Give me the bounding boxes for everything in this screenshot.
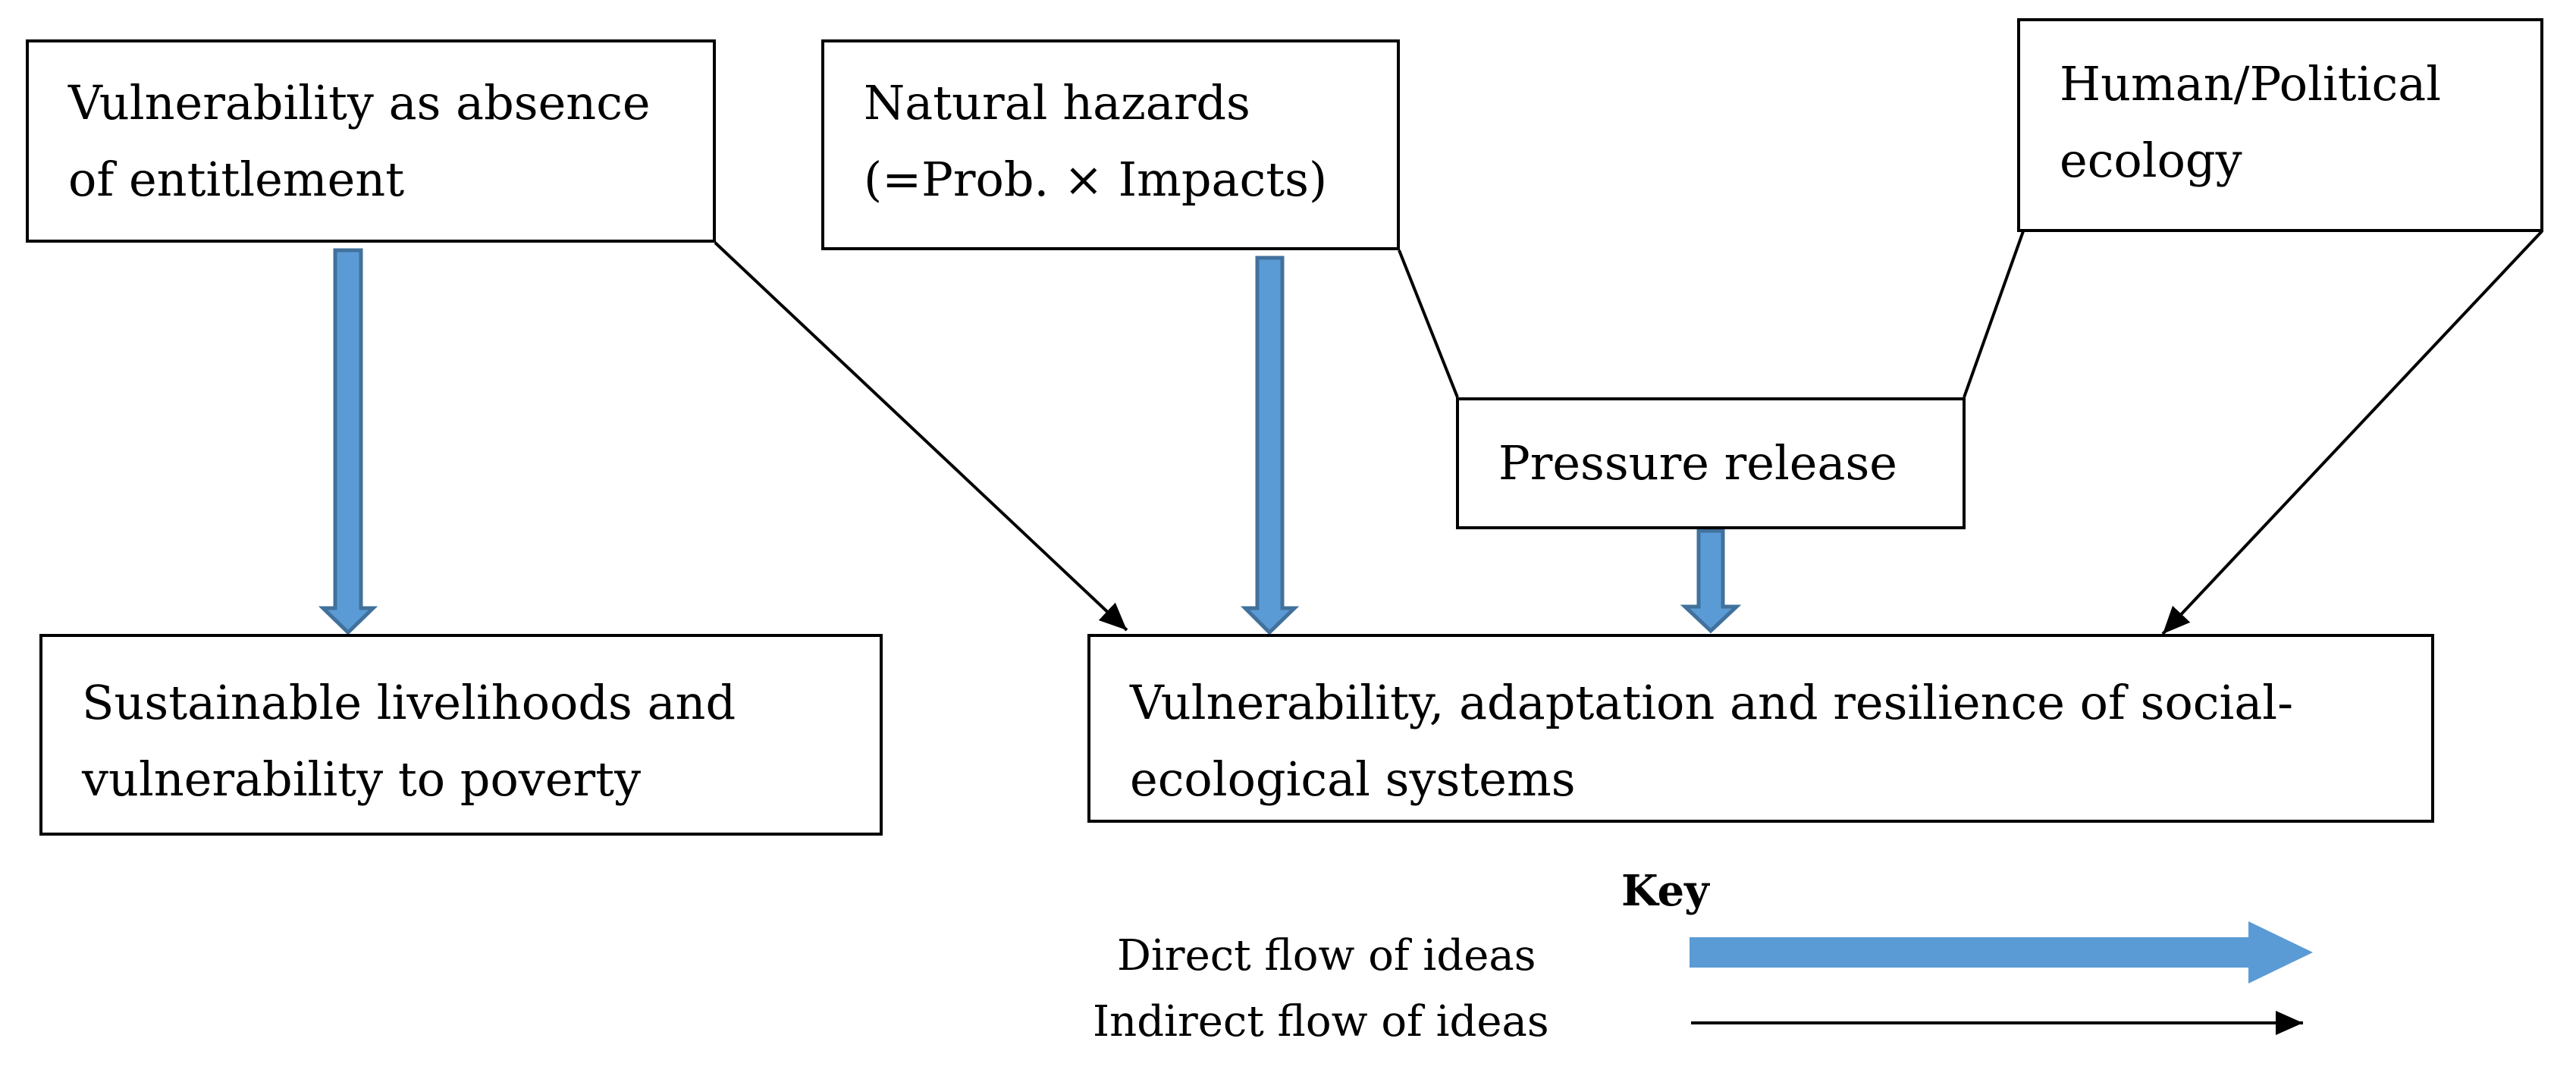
node-livelihoods-line-1: Sustainable livelihoods and xyxy=(82,675,736,730)
arrow-political-to-ses xyxy=(2161,230,2543,635)
node-entitlement-line-1: Vulnerability as absence xyxy=(68,75,651,130)
node-livelihoods: Sustainable livelihoods and vulnerabilit… xyxy=(39,634,883,836)
arrow-entitlement-to-ses xyxy=(714,241,1128,632)
node-pressure: Pressure release xyxy=(1456,397,1966,529)
key-direct-arrow-sample xyxy=(1690,921,2313,983)
key-indirect-label: Indirect flow of ideas xyxy=(1093,997,1549,1046)
node-entitlement: Vulnerability as absence of entitlement xyxy=(26,39,716,243)
node-political-line-1: Human/Political xyxy=(2060,56,2442,111)
arrow-hazards-to-ses xyxy=(1240,256,1300,635)
key-direct-label: Direct flow of ideas xyxy=(1117,931,1536,980)
node-political: Human/Political ecology xyxy=(2017,18,2543,232)
link-political-to-pressure xyxy=(1963,231,2025,398)
node-ses-line-1: Vulnerability, adaptation and resilience… xyxy=(1130,675,2294,730)
node-ses-line-2: ecological systems xyxy=(1130,751,1576,807)
link-hazards-to-pressure xyxy=(1398,249,1459,398)
key-title: Key xyxy=(1621,866,1709,916)
node-hazards-line-1: Natural hazards xyxy=(864,75,1250,130)
arrow-entitlement-to-livelihoods xyxy=(318,248,378,635)
node-political-line-2: ecology xyxy=(2060,133,2242,188)
node-pressure-line-1: Pressure release xyxy=(1498,435,1897,491)
node-livelihoods-line-2: vulnerability to poverty xyxy=(82,751,642,807)
node-hazards: Natural hazards (=Prob. × Impacts) xyxy=(821,39,1400,250)
node-hazards-line-2: (=Prob. × Impacts) xyxy=(864,152,1328,207)
node-entitlement-line-2: of entitlement xyxy=(68,152,405,207)
node-ses: Vulnerability, adaptation and resilience… xyxy=(1087,634,2434,823)
arrow-pressure-to-ses xyxy=(1680,529,1742,634)
